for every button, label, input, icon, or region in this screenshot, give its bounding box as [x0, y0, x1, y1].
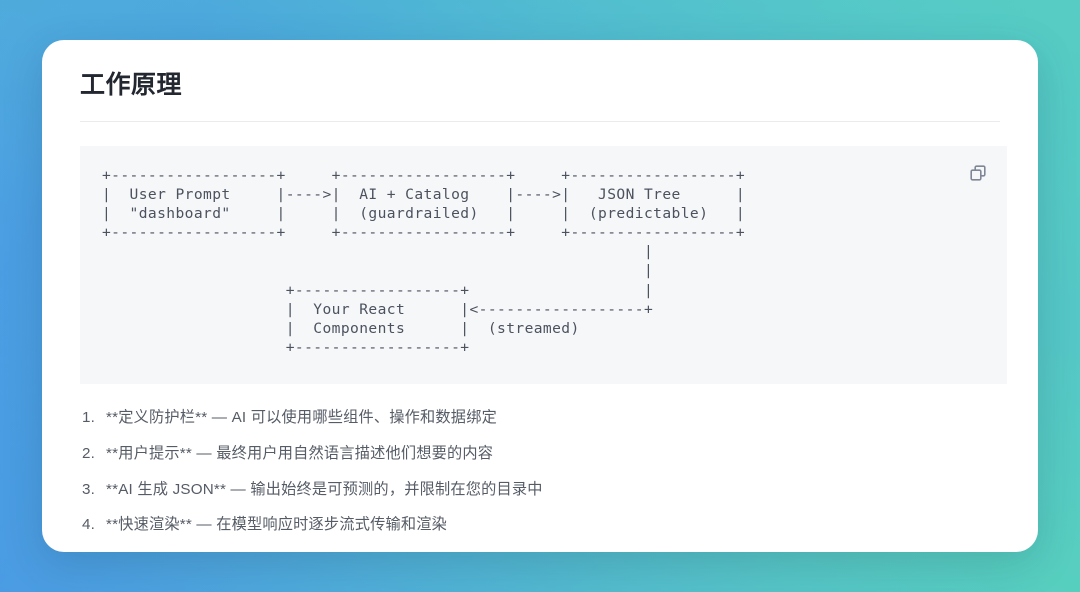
- page-title: 工作原理: [80, 71, 183, 99]
- list-item: **快速渲染** — 在模型响应时逐步流式传输和渲染: [82, 514, 448, 537]
- how-it-works-card: 工作原理 +------------------+ +-------------…: [42, 40, 1038, 552]
- ascii-diagram-code-block: +------------------+ +------------------…: [80, 146, 1007, 384]
- list-item: **定义防护栏** — AI 可以使用哪些组件、操作和数据绑定: [82, 407, 497, 430]
- title-divider: [80, 121, 1000, 122]
- steps-list: **定义防护栏** — AI 可以使用哪些组件、操作和数据绑定 **用户提示**…: [80, 407, 1000, 537]
- list-item: **用户提示** — 最终用户用自然语言描述他们想要的内容: [82, 443, 494, 466]
- ascii-diagram: +------------------+ +------------------…: [102, 167, 746, 356]
- list-item: **AI 生成 JSON** — 输出始终是可预测的，并限制在您的目录中: [82, 479, 543, 502]
- copy-icon[interactable]: [969, 164, 987, 182]
